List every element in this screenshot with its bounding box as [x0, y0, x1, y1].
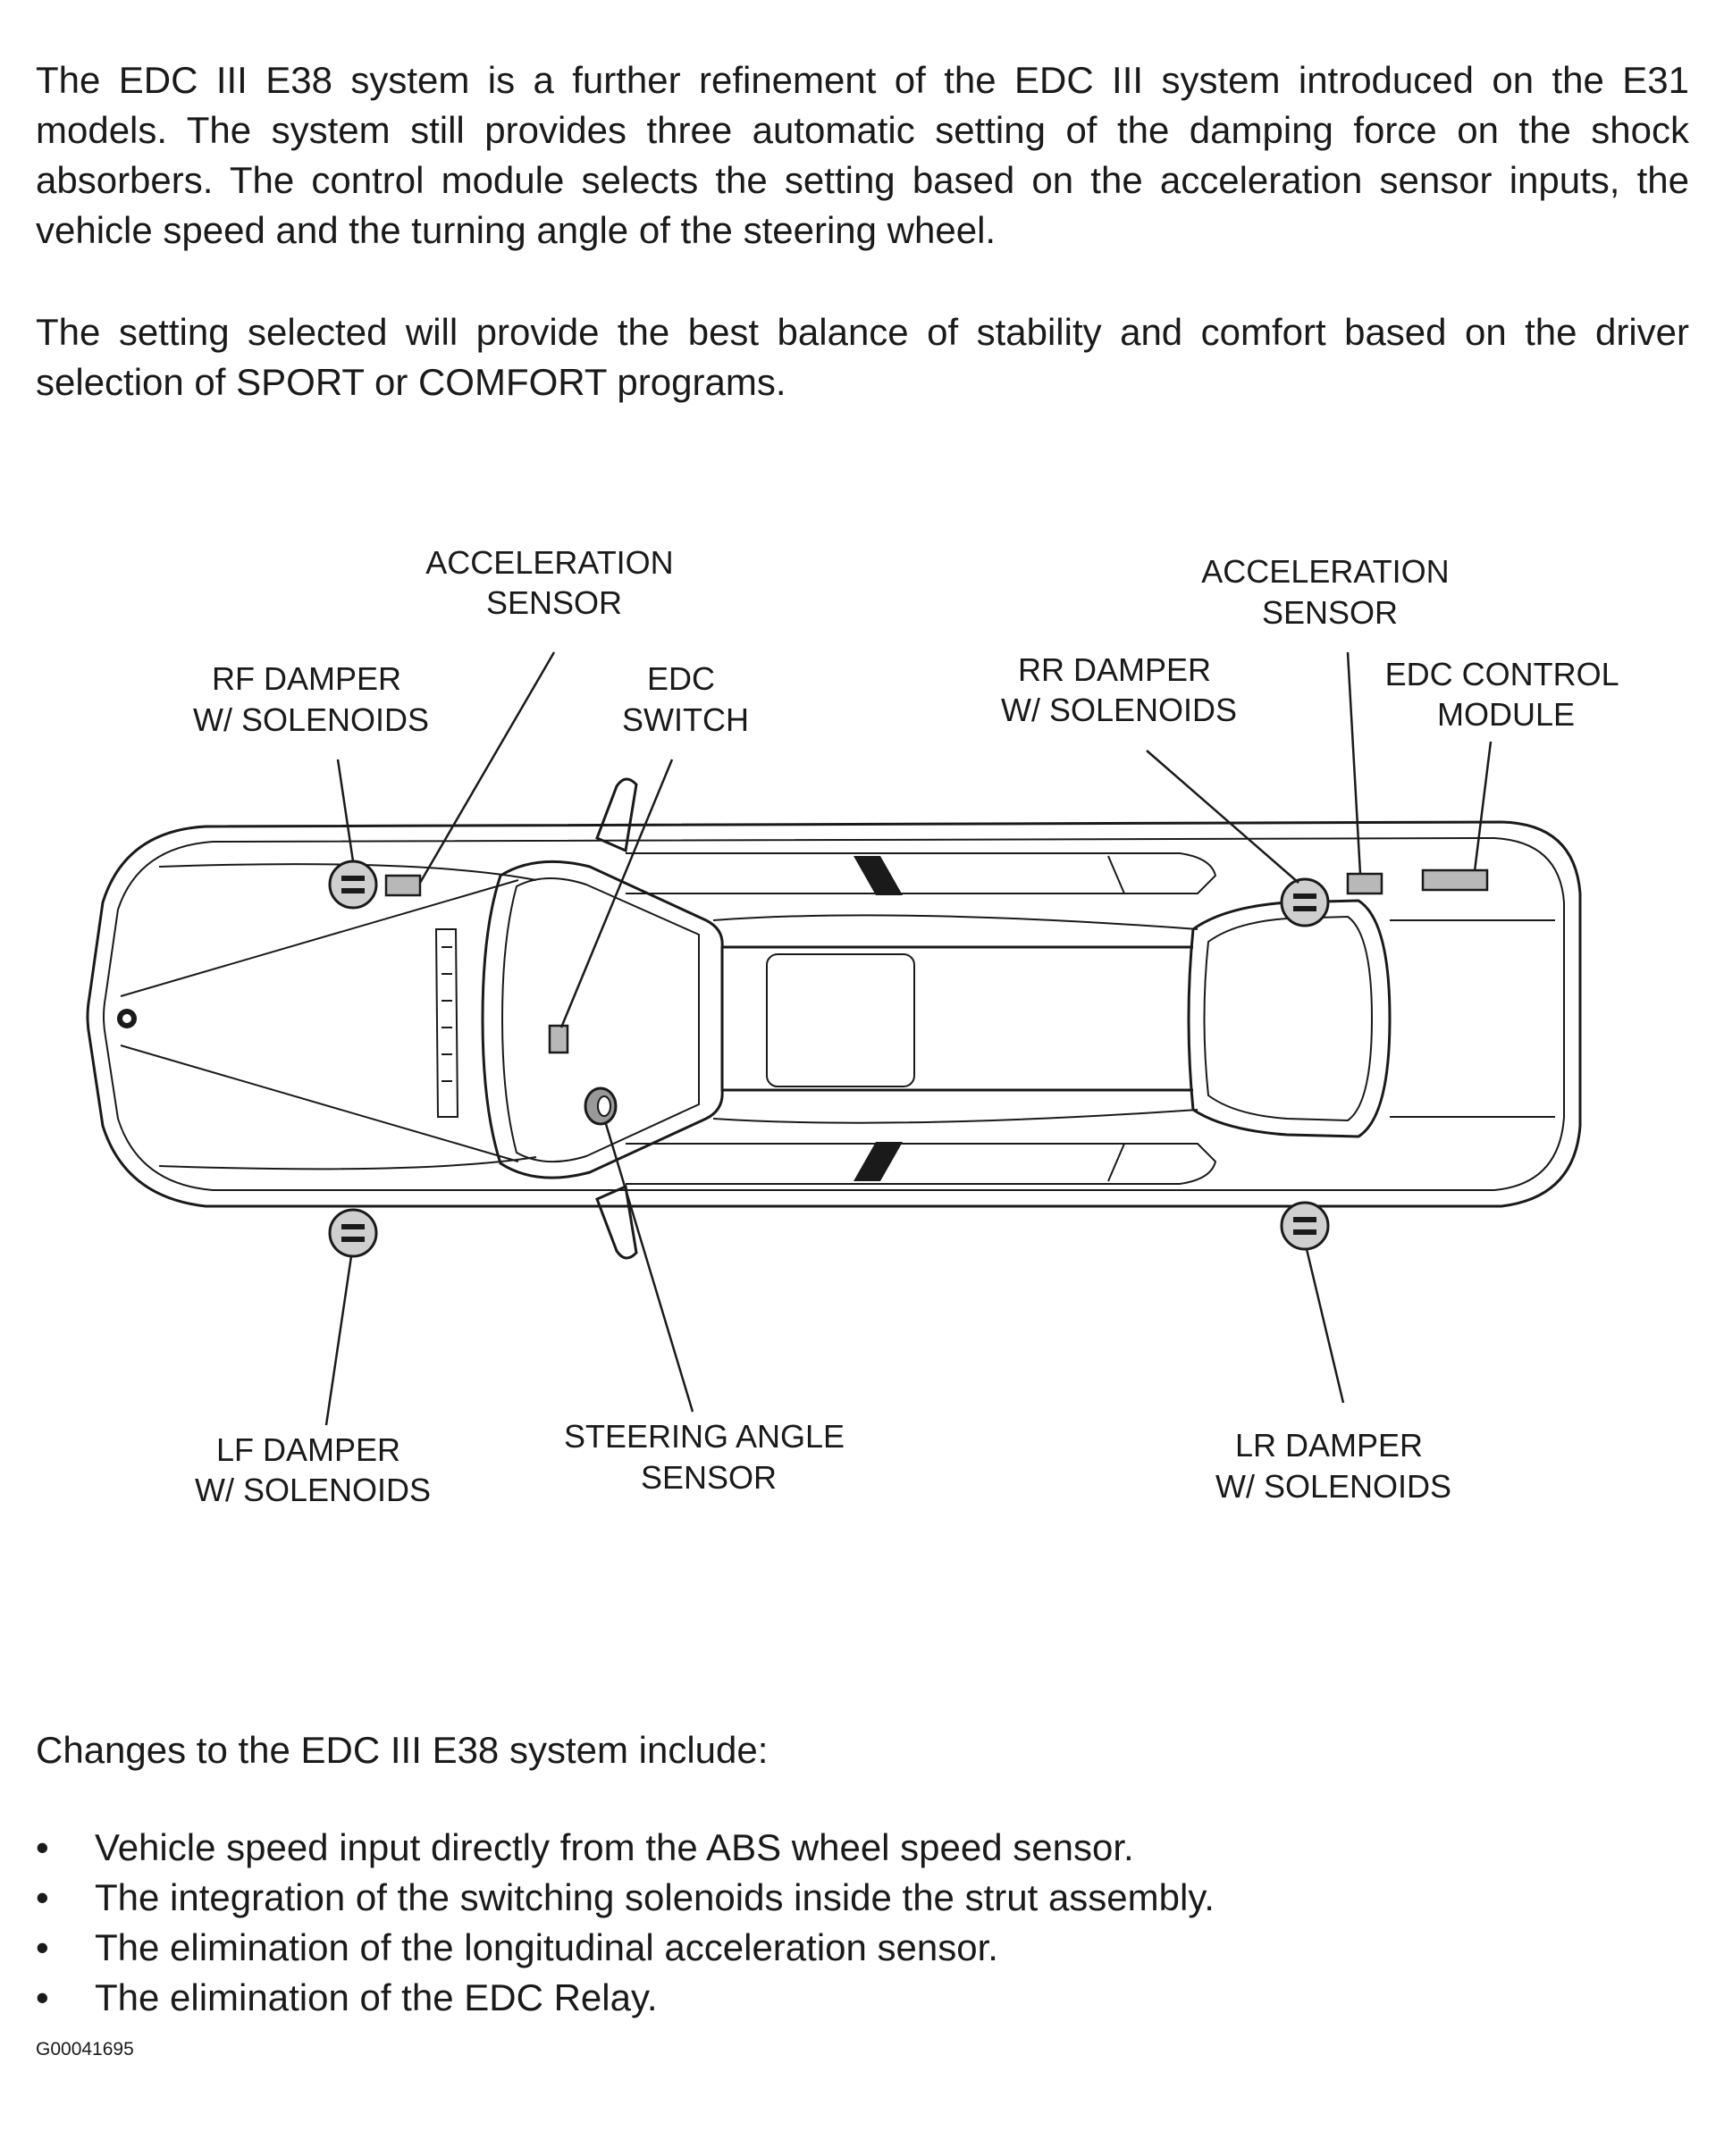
list-item: The elimination of the EDC Relay.: [36, 1973, 1215, 2023]
label-lr-damper: LR DAMPER W/ SOLENOIDS: [1215, 1427, 1451, 1505]
lf-damper-icon: [328, 1208, 378, 1258]
changes-list: Vehicle speed input directly from the AB…: [36, 1823, 1215, 2023]
leader-lines: [324, 651, 1493, 1426]
car-top-view: [86, 777, 1582, 1260]
rr-damper-icon: [1280, 877, 1330, 927]
list-item: Vehicle speed input directly from the AB…: [36, 1823, 1215, 1873]
rear-acceleration-sensor-icon: [1346, 872, 1383, 895]
label-rr-damper: RR DAMPER W/ SOLENOIDS: [1001, 651, 1237, 728]
label-front-acceleration-sensor: ACCELERATION SENSOR: [425, 544, 682, 621]
label-lf-damper: LF DAMPER W/ SOLENOIDS: [195, 1431, 431, 1508]
edc-switch-icon: [548, 1024, 569, 1054]
changes-heading: Changes to the EDC III E38 system includ…: [36, 1729, 769, 1771]
label-rf-damper: RF DAMPER W/ SOLENOIDS: [193, 660, 429, 738]
intro-paragraph-2: The setting selected will provide the be…: [36, 311, 1689, 403]
front-acceleration-sensor-icon: [384, 874, 422, 897]
label-edc-control-module: EDC CONTROL MODULE: [1385, 656, 1627, 733]
lr-damper-icon: [1280, 1201, 1330, 1251]
list-item: The elimination of the longitudinal acce…: [36, 1923, 1215, 1973]
figure-id: G00041695: [36, 2039, 134, 2060]
rf-damper-icon: [328, 860, 378, 910]
sunroof: [766, 953, 915, 1087]
edc-control-module-icon: [1421, 868, 1489, 892]
label-rear-acceleration-sensor: ACCELERATION SENSOR: [1201, 553, 1458, 631]
list-item: The integration of the switching solenoi…: [36, 1873, 1215, 1923]
intro-paragraph-1: The EDC III E38 system is a further refi…: [36, 59, 1689, 251]
edc-component-location-diagram: ACCELERATION SENSOR RF DAMPER W/ SOLENOI…: [86, 544, 1627, 1508]
steering-angle-sensor-icon: [584, 1086, 618, 1126]
label-steering-angle-sensor: STEERING ANGLE SENSOR: [564, 1418, 854, 1496]
label-edc-switch: EDC SWITCH: [622, 660, 749, 738]
